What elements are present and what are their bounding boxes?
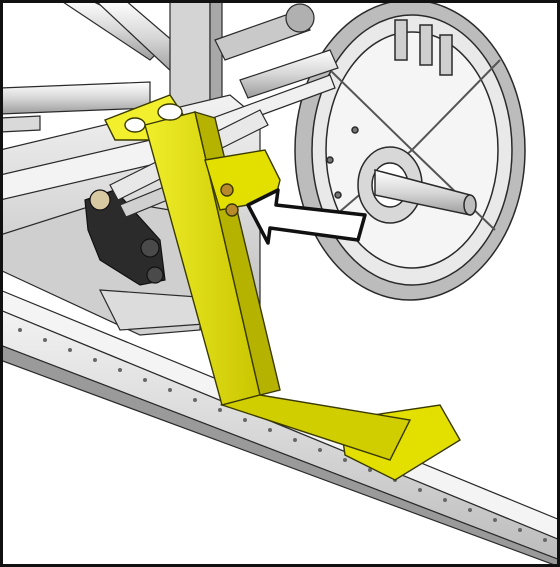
highlighted-support-arm — [104, 94, 461, 481]
wheel-hub-icon — [294, 0, 526, 301]
hydraulic-cylinder — [179, 3, 339, 144]
rail-bolt-holes — [18, 328, 547, 542]
pivot-bracket — [84, 189, 166, 286]
pointing-arrow-icon — [246, 188, 367, 245]
